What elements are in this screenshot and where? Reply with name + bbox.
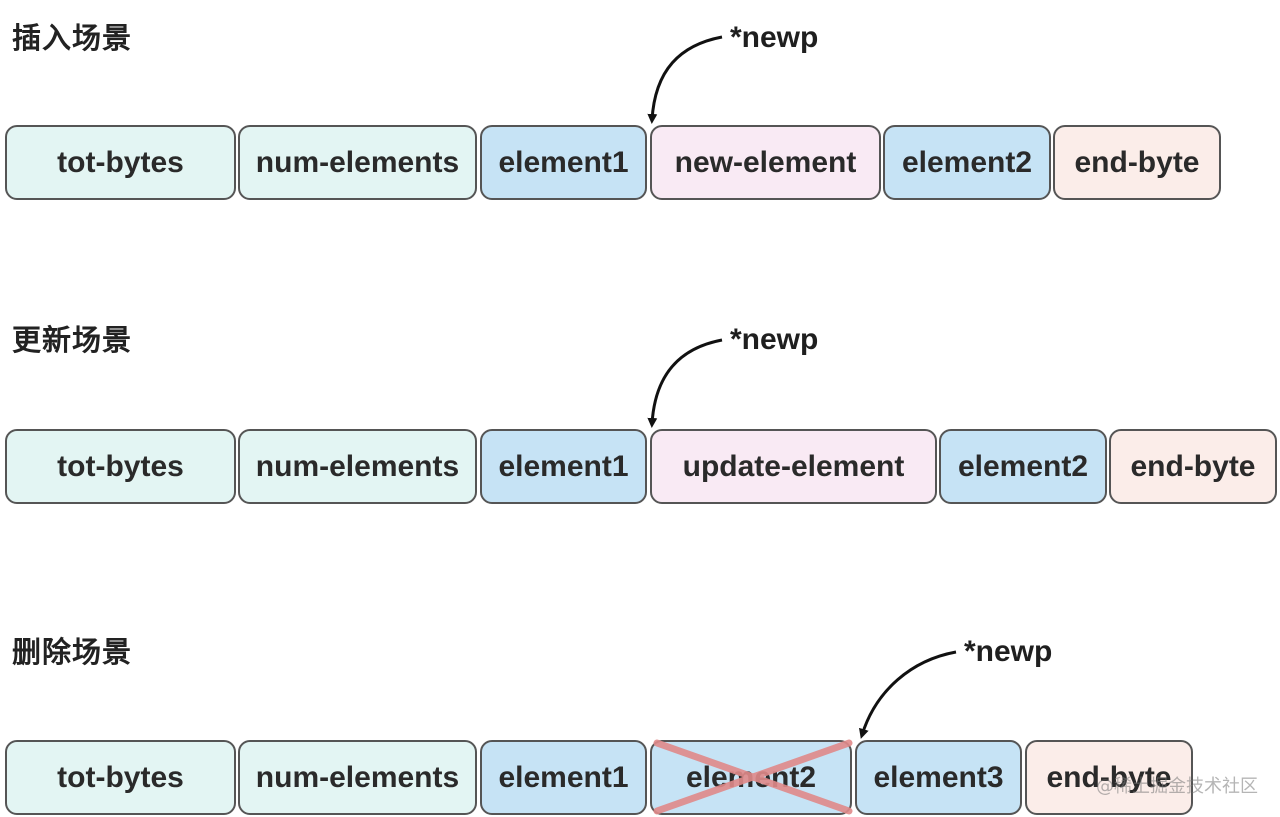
cell-num-elements: num-elements	[238, 429, 477, 504]
pointer-label-insert: *newp	[730, 21, 819, 54]
cell-update-element: update-element	[650, 429, 937, 504]
watermark: @稀土掘金技术社区	[1096, 776, 1258, 797]
cell-num-elements: num-elements	[238, 125, 477, 200]
pointer-arrow-update	[647, 338, 723, 428]
cell-end-byte: end-byte	[1025, 740, 1193, 815]
cell-end-byte: end-byte	[1109, 429, 1277, 504]
scene-title-insert: 插入场景	[12, 21, 133, 55]
cell-new-element: new-element	[650, 125, 881, 200]
scene-title-update: 更新场景	[12, 323, 133, 357]
scene-title-delete: 删除场景	[12, 635, 133, 669]
cell-element1: element1	[480, 740, 647, 815]
pointer-label-update: *newp	[730, 323, 819, 356]
cell-element1: element1	[480, 125, 647, 200]
cell-tot-bytes: tot-bytes	[5, 125, 236, 200]
cell-element3: element3	[855, 740, 1022, 815]
cell-element2: element2	[883, 125, 1051, 200]
pointer-arrow-insert	[647, 35, 723, 124]
cell-num-elements: num-elements	[238, 740, 477, 815]
cell-end-byte: end-byte	[1053, 125, 1221, 200]
pointer-label-delete: *newp	[964, 635, 1053, 668]
cell-element2-deleted: element2	[650, 740, 852, 815]
cell-tot-bytes: tot-bytes	[5, 740, 236, 815]
cell-element2: element2	[939, 429, 1107, 504]
pointer-arrow-delete	[859, 650, 957, 739]
cell-tot-bytes: tot-bytes	[5, 429, 236, 504]
cell-element1: element1	[480, 429, 647, 504]
